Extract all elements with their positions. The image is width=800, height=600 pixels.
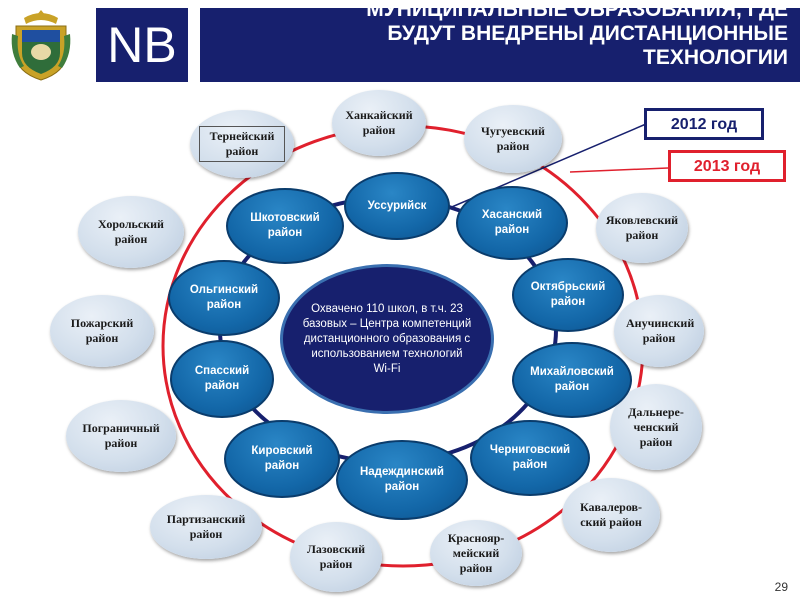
inner-node-khasansky: Хасанский район: [456, 186, 568, 260]
inner-node-label: Кировский район: [251, 445, 313, 472]
outer-node-label: Краснояр-мейский район: [447, 530, 505, 575]
coat-of-arms-icon: [10, 8, 72, 82]
outer-node-chuguevsky: Чугуевский район: [464, 105, 562, 173]
inner-node-ussuriysk: Уссурийск: [344, 172, 450, 240]
outer-node-krasnoarmeisky: Краснояр-мейский район: [430, 520, 522, 586]
inner-node-label: Шкотовский район: [250, 212, 320, 239]
center-summary-text: Охвачено 110 школ, в т.ч. 23 базовых – Ц…: [302, 302, 472, 375]
center-summary: Охвачено 110 школ, в т.ч. 23 базовых – Ц…: [280, 264, 494, 414]
outer-node-label: Пожарский район: [70, 316, 134, 345]
outer-node-lazovsky: Лазовский район: [290, 522, 382, 592]
nb-logo: NB: [96, 8, 188, 82]
outer-node-label: Кавалеров-ский район: [579, 500, 643, 529]
outer-node-label: Чугуевский район: [481, 124, 545, 153]
inner-node-label: Ольгинский район: [189, 284, 259, 311]
inner-node-oktyabrsky: Октябрьский район: [512, 258, 624, 332]
outer-node-label: Лазовский район: [306, 542, 366, 571]
inner-node-olginsky: Ольгинский район: [168, 260, 280, 336]
legend-2013: 2013 год: [668, 150, 786, 182]
inner-node-label: Михайловский район: [530, 366, 614, 393]
inner-node-kirovsky: Кировский район: [224, 420, 340, 498]
outer-node-label: Ханкайский район: [345, 108, 413, 137]
page-title-line-1: МУНИЦИПАЛЬНЫЕ ОБРАЗОВАНИЯ, ГДЕ: [366, 8, 788, 21]
outer-node-partizansky: Партизанский район: [150, 495, 262, 559]
legend-2013-connector: [569, 167, 669, 173]
page-number: 29: [774, 580, 788, 594]
outer-node-kavalerovsky: Кавалеров-ский район: [562, 478, 660, 552]
inner-node-chernigovsky: Черниговский район: [470, 420, 590, 496]
inner-node-label: Хасанский район: [481, 209, 543, 236]
inner-node-label: Надеждинский район: [359, 466, 444, 493]
outer-node-yakovlevsky: Яковлевский район: [596, 193, 688, 263]
inner-node-label: Спасский район: [194, 365, 250, 392]
outer-node-dalnerechensky: Дальнере-ченский район: [610, 384, 702, 470]
inner-node-label: Черниговский район: [489, 444, 571, 471]
title-banner: МУНИЦИПАЛЬНЫЕ ОБРАЗОВАНИЯ, ГДЕ БУДУТ ВНЕ…: [200, 8, 800, 82]
outer-node-khorolsky: Хорольский район: [78, 196, 184, 268]
inner-node-spassky: Спасский район: [170, 340, 274, 418]
outer-node-label: Яковлевский район: [605, 213, 679, 242]
outer-node-label: Дальнере-ченский район: [628, 404, 684, 449]
outer-node-terneisky: Тернейский район: [190, 110, 294, 178]
inner-node-label: Уссурийск: [367, 199, 427, 212]
outer-node-label: Пограничный район: [82, 421, 160, 450]
outer-node-khankaisky: Ханкайский район: [332, 90, 426, 156]
outer-node-label: Тернейский район: [199, 126, 285, 162]
page-title-line-2: БУДУТ ВНЕДРЕНЫ ДИСТАНЦИОННЫЕ: [387, 22, 788, 45]
inner-node-mikhailovsky: Михайловский район: [512, 342, 632, 418]
inner-node-label: Октябрьский район: [530, 281, 606, 308]
legend-2012: 2012 год: [644, 108, 764, 140]
inner-node-shkotovsky: Шкотовский район: [226, 188, 344, 264]
outer-node-pozharsky: Пожарский район: [50, 295, 154, 367]
outer-node-label: Анучинский район: [626, 316, 695, 345]
page-title-line-3: ТЕХНОЛОГИИ: [643, 46, 788, 69]
outer-node-anuchinsky: Анучинский район: [614, 295, 704, 367]
outer-node-label: Хорольский район: [98, 217, 164, 246]
outer-node-label: Партизанский район: [166, 512, 246, 541]
inner-node-nadezhdinsky: Надеждинский район: [336, 440, 468, 520]
outer-node-pogranichny: Пограничный район: [66, 400, 176, 472]
